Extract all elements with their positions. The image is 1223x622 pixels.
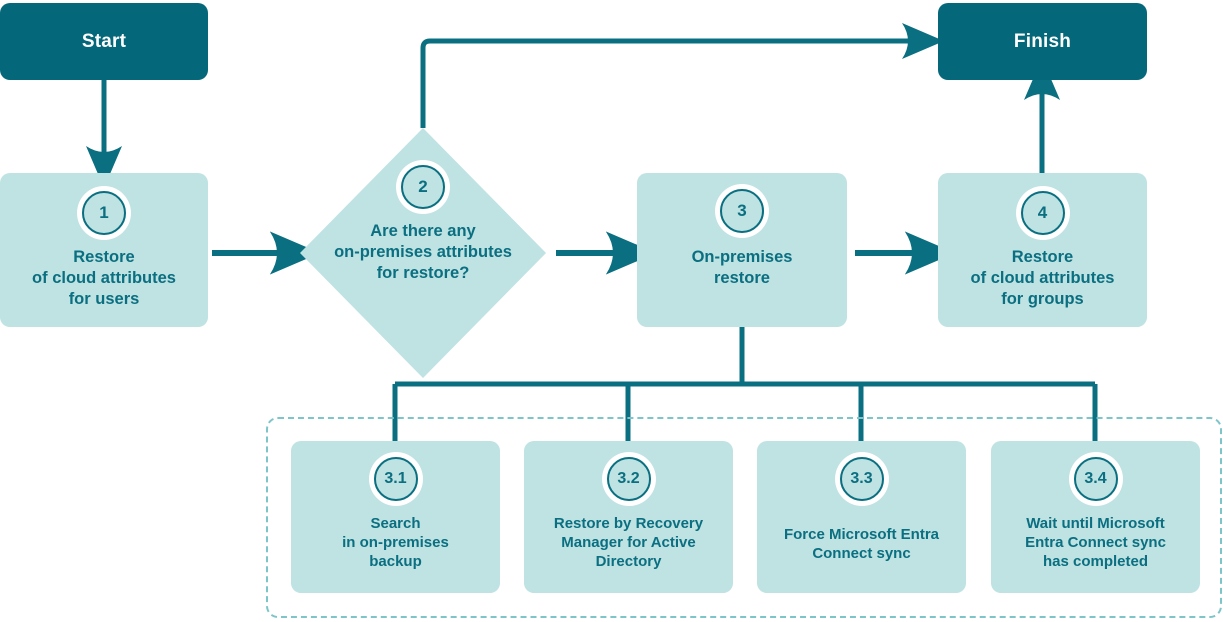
node-3-1-label: Search in on-premises backup [342, 515, 449, 571]
node-3-1-search-onpremises-backup[interactable]: 3.1 Search in on-premises backup [291, 441, 500, 593]
node-3-4-number: 3.4 [1084, 470, 1107, 487]
node-3-onpremises-restore[interactable]: 3 On-premises restore [637, 173, 847, 327]
node-4-label: Restore of cloud attributes for groups [970, 248, 1115, 309]
decision-2-label: Are there any on-premises attributes for… [334, 222, 512, 283]
node-3-4-wait-until-sync-completed[interactable]: 3.4 Wait until Microsoft Entra Connect s… [991, 441, 1200, 593]
node-1-number: 1 [99, 203, 109, 222]
node-3-3-number: 3.3 [850, 470, 873, 487]
node-3-2-badge: 3.2 [606, 457, 651, 501]
finish-node[interactable]: Finish [938, 3, 1147, 80]
start-label: Start [81, 30, 127, 52]
node-1-label: Restore of cloud attributes for users [32, 248, 176, 309]
finish-label: Finish [1013, 30, 1072, 52]
node-3-4-label: Wait until Microsoft Entra Connect sync … [1025, 515, 1166, 571]
node-3-1-badge: 3.1 [373, 457, 418, 501]
node-4-number: 4 [1037, 203, 1048, 222]
node-3-2-restore-by-recovery-manager[interactable]: 3.2 Restore by Recovery Manager for Acti… [524, 441, 733, 593]
decision-2-badge: 2 [401, 165, 445, 209]
decision-2-content: 2 Are there any on-premises attributes f… [300, 165, 546, 284]
node-3-2-number: 3.2 [617, 470, 640, 487]
node-3-number: 3 [737, 201, 747, 220]
node-3-1-number: 3.1 [384, 470, 407, 487]
substeps-group-container [266, 417, 1222, 618]
node-4-badge: 4 [1020, 191, 1065, 235]
edge-2-to-finish [420, 23, 944, 128]
node-4-restore-cloud-attributes-groups[interactable]: 4 Restore of cloud attributes for groups [938, 173, 1147, 327]
node-3-badge: 3 [720, 189, 764, 233]
start-node[interactable]: Start [0, 3, 208, 80]
node-1-restore-cloud-attributes-users[interactable]: 1 Restore of cloud attributes for users [0, 173, 208, 327]
decision-2-number: 2 [418, 177, 428, 196]
node-3-4-badge: 3.4 [1073, 457, 1118, 501]
node-3-3-label: Force Microsoft Entra Connect sync [783, 526, 940, 563]
node-1-badge: 1 [82, 191, 126, 235]
node-3-3-badge: 3.3 [839, 457, 884, 501]
node-3-label: On-premises restore [691, 248, 793, 288]
decision-2-onprem-attributes[interactable]: 2 Are there any on-premises attributes f… [300, 128, 546, 378]
node-3-2-label: Restore by Recovery Manager for Active D… [553, 515, 704, 571]
node-3-3-force-entra-connect-sync[interactable]: 3.3 Force Microsoft Entra Connect sync [757, 441, 966, 593]
